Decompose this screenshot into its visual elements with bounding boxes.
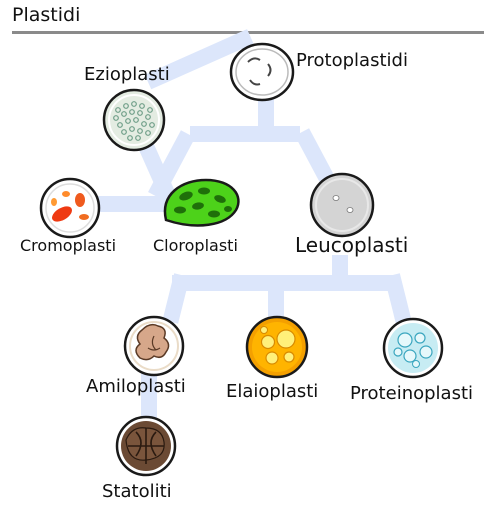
label-statoliti: Statoliti [102, 481, 172, 502]
connector-ezio-cloro [138, 142, 178, 205]
leucoplasti-icon [309, 172, 375, 238]
label-protoplastidi: Protoplastidi [296, 50, 408, 71]
protoplastidi-icon [229, 42, 295, 102]
label-amiloplasti: Amiloplasti [86, 376, 186, 397]
label-cromoplasti: Cromoplasti [20, 236, 117, 255]
label-ezioplasti: Ezioplasti [84, 64, 170, 85]
label-elaioplasti: Elaioplasti [226, 381, 319, 402]
amiloplasti-icon [123, 315, 185, 377]
label-leucoplasti: Leucoplasti [295, 233, 409, 257]
statoliti-icon [115, 415, 177, 477]
connector-cromo-cloro [92, 196, 172, 212]
page-title: Plastidi [12, 4, 81, 26]
connector-to-elaio [268, 283, 284, 323]
connector-proto-stem [258, 95, 274, 135]
connector-to-amilo [162, 273, 190, 324]
connector-branch-bar [190, 126, 300, 142]
connector-to-leuco [294, 128, 334, 182]
connectors [92, 29, 413, 425]
proteinoplasti-icon [382, 317, 444, 379]
connector-amilo-stato [141, 370, 157, 425]
connector-to-proteino [384, 273, 413, 328]
cromoplasti-icon [39, 177, 101, 239]
label-proteinoplasti: Proteinoplasti [350, 383, 474, 404]
connector-ezio-proto [144, 29, 254, 90]
label-cloroplasti: Cloroplasti [153, 236, 238, 255]
ezioplasti-icon [102, 88, 166, 152]
cloroplasti-icon [163, 178, 240, 227]
elaioplasti-icon [245, 315, 309, 379]
